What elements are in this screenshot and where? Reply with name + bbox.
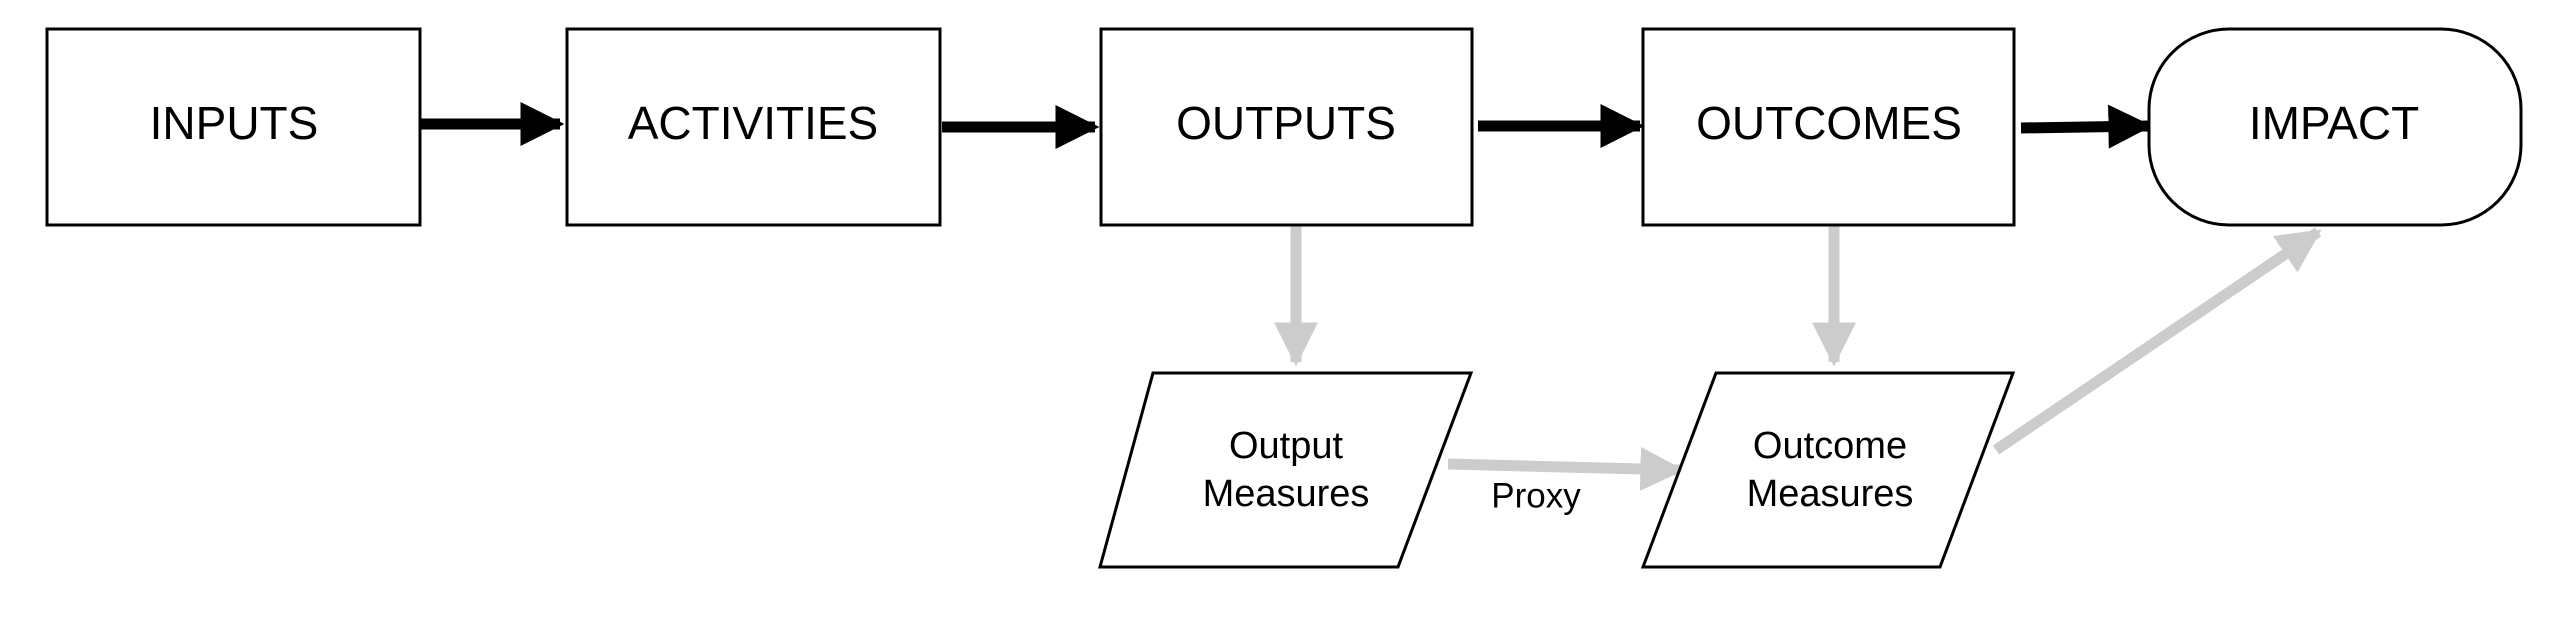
output-measures-node: Output Measures: [1098, 371, 1474, 569]
stage-inputs-label: INPUTS: [150, 97, 319, 149]
proxy-arrow: [1447, 446, 1685, 491]
stage-outputs: OUTPUTS: [1099, 27, 1474, 227]
stage-activities: ACTIVITIES: [565, 27, 942, 227]
stage-activities-label: ACTIVITIES: [628, 97, 878, 149]
outcome-measures-to-impact-arrow: [1992, 227, 2322, 455]
proxy-label: Proxy: [1491, 476, 1581, 515]
stage-impact: IMPACT: [2147, 27, 2523, 227]
stage-outcomes: OUTCOMES: [1641, 27, 2016, 227]
output-measures-line1: Output: [1229, 425, 1344, 467]
output-measures-line2: Measures: [1203, 473, 1370, 515]
outcome-measures-line2: Measures: [1747, 473, 1914, 515]
stage-outputs-label: OUTPUTS: [1176, 97, 1396, 149]
outcome-measures-node: Outcome Measures: [1640, 371, 2016, 569]
outcome-measures-line1: Outcome: [1753, 425, 1907, 467]
stage-impact-label: IMPACT: [2249, 97, 2419, 149]
stage-inputs: INPUTS: [45, 27, 422, 227]
stage-outcomes-label: OUTCOMES: [1696, 97, 1962, 149]
outcomes-to-impact-arrow: [2020, 104, 2153, 149]
